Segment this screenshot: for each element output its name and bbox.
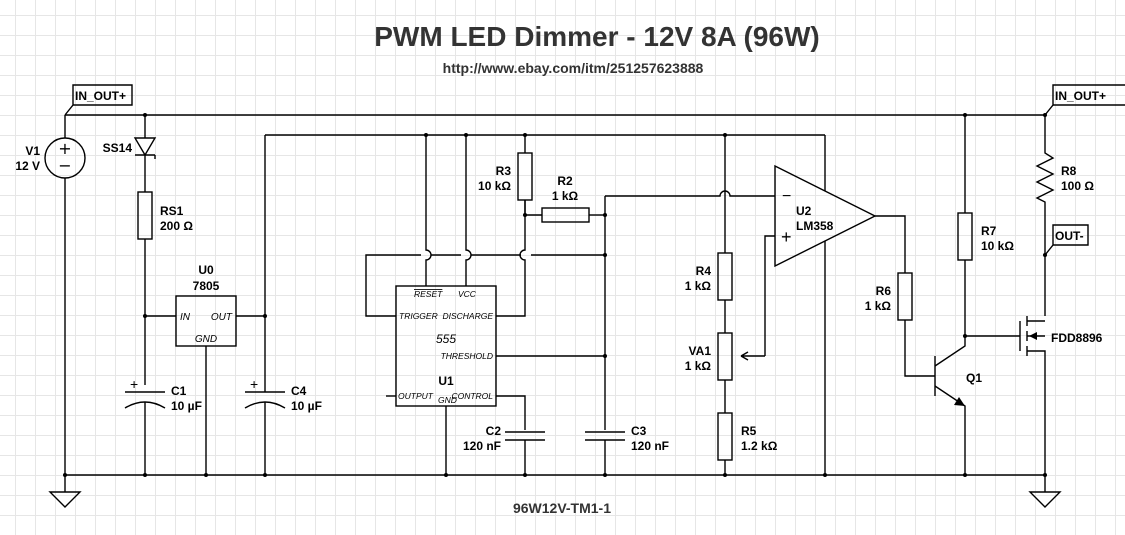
svg-text:OUTPUT: OUTPUT	[398, 391, 434, 401]
svg-text:+: +	[130, 376, 138, 392]
diagram-footer: 96W12V-TM1-1	[513, 500, 611, 516]
junction-dots	[63, 113, 1047, 477]
svg-text:IN_OUT+: IN_OUT+	[1055, 89, 1106, 103]
svg-text:THRESHOLD: THRESHOLD	[441, 351, 493, 361]
r5-resistor: R5 1.2 kΩ	[717, 412, 778, 475]
svg-text:R2: R2	[557, 174, 573, 188]
svg-text:100 Ω: 100 Ω	[1061, 179, 1094, 193]
c4-capacitor: + C4 10 µF	[244, 135, 322, 475]
svg-text:SS14: SS14	[103, 141, 133, 155]
svg-text:555: 555	[436, 332, 456, 346]
svg-text:+: +	[781, 227, 792, 247]
svg-text:DISCHARGE: DISCHARGE	[442, 311, 493, 321]
svg-text:R3: R3	[496, 164, 512, 178]
svg-text:1 kΩ: 1 kΩ	[685, 279, 712, 293]
svg-text:R6: R6	[876, 284, 892, 298]
svg-text:120 nF: 120 nF	[631, 439, 669, 453]
svg-text:−: −	[782, 188, 791, 205]
svg-text:+: +	[58, 139, 71, 158]
svg-text:OUT: OUT	[211, 312, 233, 323]
u1-wiring	[365, 135, 605, 475]
u1-timer: 555 U1 RESET VCC TRIGGER DISCHARGE THRES…	[395, 285, 497, 407]
ground-symbol-right	[1028, 475, 1062, 508]
svg-text:VA1: VA1	[689, 344, 712, 358]
svg-text:IN: IN	[180, 312, 191, 323]
svg-text:U2: U2	[796, 204, 812, 218]
svg-text:10 µF: 10 µF	[291, 399, 322, 413]
u0-regulator: U0 7805 IN OUT GND	[145, 263, 265, 475]
ground-symbol-left	[48, 475, 82, 508]
net-label-in-out-left: IN_OUT+	[64, 84, 133, 116]
svg-text:CONTROL: CONTROL	[451, 391, 493, 401]
rs1-resistor: RS1 200 Ω	[137, 191, 193, 385]
svg-text:+: +	[250, 376, 258, 392]
svg-text:VCC: VCC	[458, 289, 477, 299]
c3-capacitor: C3 120 nF	[585, 424, 669, 475]
svg-text:120 nF: 120 nF	[463, 439, 501, 453]
fdd8896-mosfet: FDD8896	[1019, 316, 1103, 475]
svg-text:7805: 7805	[193, 279, 220, 293]
svg-text:C3: C3	[631, 424, 647, 438]
svg-text:R7: R7	[981, 224, 997, 238]
svg-text:RS1: RS1	[160, 204, 184, 218]
svg-text:C4: C4	[291, 384, 307, 398]
svg-text:R4: R4	[696, 264, 712, 278]
r2-resistor: R2 1 kΩ	[525, 174, 605, 223]
svg-text:U0: U0	[198, 263, 214, 277]
diagram-subtitle: http://www.ebay.com/itm/251257623888	[443, 60, 704, 76]
net-label-out-minus: OUT-	[1044, 224, 1089, 256]
svg-text:C1: C1	[171, 384, 187, 398]
diagram-title: PWM LED Dimmer - 12V 8A (96W)	[374, 21, 819, 52]
svg-text:R8: R8	[1061, 164, 1077, 178]
r7-resistor: R7 10 kΩ	[957, 115, 1020, 337]
svg-text:GND: GND	[438, 395, 457, 405]
svg-text:V1: V1	[25, 144, 40, 158]
svg-text:R5: R5	[741, 424, 757, 438]
u2-opamp: − + U2 LM358	[764, 135, 906, 475]
svg-text:FDD8896: FDD8896	[1051, 331, 1103, 345]
svg-text:200 Ω: 200 Ω	[160, 219, 193, 233]
svg-text:12 V: 12 V	[15, 159, 40, 173]
svg-text:10 kΩ: 10 kΩ	[981, 239, 1014, 253]
svg-text:C2: C2	[486, 424, 502, 438]
svg-text:−: −	[58, 156, 71, 175]
svg-text:1 kΩ: 1 kΩ	[552, 189, 579, 203]
svg-text:1 kΩ: 1 kΩ	[685, 359, 712, 373]
svg-text:10 kΩ: 10 kΩ	[478, 179, 511, 193]
r8-resistor: R8 100 Ω	[1035, 115, 1094, 316]
svg-text:OUT-: OUT-	[1055, 229, 1084, 243]
va1-potentiometer: VA1 1 kΩ	[685, 332, 765, 413]
timing-node-wire	[604, 190, 775, 430]
svg-text:LM358: LM358	[796, 219, 834, 233]
svg-text:10 µF: 10 µF	[171, 399, 202, 413]
svg-text:TRIGGER: TRIGGER	[399, 311, 438, 321]
svg-text:1.2 kΩ: 1.2 kΩ	[741, 439, 778, 453]
svg-text:GND: GND	[195, 334, 217, 345]
svg-text:RESET: RESET	[414, 289, 443, 299]
q1-transistor: Q1	[934, 336, 982, 475]
r6-resistor: R6 1 kΩ	[865, 272, 935, 377]
ss14-diode: SS14	[103, 115, 157, 192]
svg-text:U1: U1	[438, 374, 454, 388]
svg-text:Q1: Q1	[966, 371, 982, 385]
c2-capacitor: C2 120 nF	[463, 424, 545, 475]
r4-resistor: R4 1 kΩ	[685, 135, 733, 333]
c1-capacitor: + C1 10 µF	[124, 376, 202, 475]
net-label-in-out-right: IN_OUT+	[1044, 84, 1125, 116]
r3-resistor: R3 10 kΩ	[478, 135, 533, 215]
svg-text:1 kΩ: 1 kΩ	[865, 299, 892, 313]
svg-text:IN_OUT+: IN_OUT+	[75, 89, 126, 103]
v1-source: + − V1 12 V	[15, 115, 86, 475]
